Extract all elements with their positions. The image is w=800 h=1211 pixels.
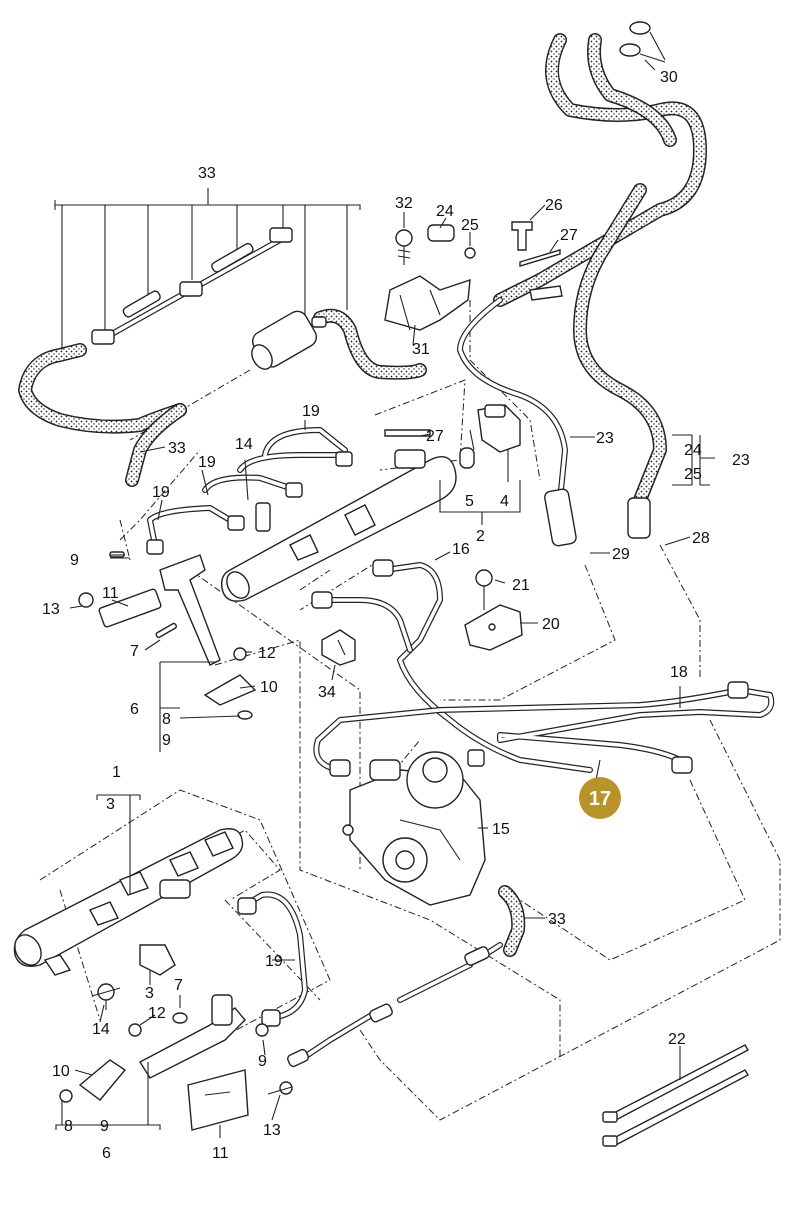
- label-25-top: 25: [461, 217, 479, 234]
- label-19-d: 19: [265, 953, 283, 970]
- return-line-assembly: [54, 188, 361, 370]
- label-19-b: 19: [198, 454, 216, 471]
- label-29: 29: [612, 546, 630, 563]
- callout-labels: 33 33 33 30 32 24 25 26 27 31 19 27 23 2…: [42, 69, 750, 1162]
- label-14-bottom: 14: [92, 1021, 110, 1038]
- label-11-bottom: 11: [212, 1145, 229, 1162]
- label-3-bottom: 3: [145, 985, 154, 1002]
- label-25-mid: 25: [684, 466, 702, 483]
- label-23-group: 23: [732, 452, 750, 469]
- label-27-mid: 27: [426, 428, 444, 445]
- highlight-badge-circle[interactable]: [579, 777, 621, 819]
- label-8-top: 8: [162, 711, 171, 728]
- bracket-20: [464, 569, 523, 651]
- cable-ties: [602, 1044, 749, 1147]
- label-7-top: 7: [130, 643, 139, 660]
- label-21: 21: [512, 577, 530, 594]
- label-9-bottom: 9: [100, 1118, 109, 1135]
- label-19-a: 19: [302, 403, 320, 420]
- label-30: 30: [660, 69, 678, 86]
- label-6-bottom: 6: [102, 1145, 111, 1162]
- label-28: 28: [692, 530, 710, 547]
- label-15: 15: [492, 821, 510, 838]
- label-3-top: 3: [106, 796, 115, 813]
- label-33-top: 33: [198, 165, 216, 182]
- label-22: 22: [668, 1031, 686, 1048]
- label-2: 2: [476, 528, 485, 545]
- label-20: 20: [542, 616, 560, 633]
- label-12-top: 12: [258, 645, 276, 662]
- label-14-top: 14: [235, 436, 253, 453]
- label-11-top: 11: [102, 585, 119, 602]
- label-9-bottom-right: 9: [258, 1053, 267, 1070]
- label-24-top: 24: [436, 203, 454, 220]
- high-pressure-lines: [311, 559, 775, 777]
- fuel-rail-upper: [220, 404, 521, 602]
- label-13-bottom: 13: [263, 1122, 281, 1139]
- label-32: 32: [395, 195, 413, 212]
- supply-line-lower: [287, 942, 503, 1068]
- label-5: 5: [465, 493, 474, 510]
- label-16: 16: [452, 541, 470, 558]
- leader-lines: [55, 59, 715, 1138]
- injector-upper: [78, 551, 257, 720]
- label-26: 26: [545, 197, 563, 214]
- label-31: 31: [412, 341, 430, 358]
- label-27-top: 27: [560, 227, 578, 244]
- highlight-badge-label[interactable]: 17: [589, 788, 611, 810]
- label-10-top: 10: [260, 679, 278, 696]
- label-33-lower: 33: [548, 911, 566, 928]
- label-12-bottom: 12: [148, 1005, 166, 1022]
- high-pressure-pump: [342, 749, 486, 906]
- label-6-top: 6: [130, 701, 139, 718]
- label-24-mid: 24: [684, 442, 702, 459]
- injector-lines-upper: [146, 427, 353, 555]
- label-1: 1: [112, 764, 121, 781]
- label-10-bottom: 10: [52, 1063, 70, 1080]
- label-8-bottom: 8: [64, 1118, 73, 1135]
- label-13-top: 13: [42, 601, 60, 618]
- sensor-bracket-parts: [384, 21, 666, 437]
- fuel-rail-lower: [13, 828, 244, 976]
- label-7-bottom: 7: [174, 977, 183, 994]
- label-18: 18: [670, 664, 688, 681]
- label-9-top: 9: [70, 552, 79, 569]
- label-9-mid: 9: [162, 732, 171, 749]
- label-23-hose: 23: [596, 430, 614, 447]
- injector-line-lower: [237, 891, 308, 1027]
- label-33-hose: 33: [168, 440, 186, 457]
- injector-lower: [59, 983, 293, 1131]
- label-19-c: 19: [152, 484, 170, 501]
- label-34: 34: [318, 684, 336, 701]
- label-4: 4: [500, 493, 509, 510]
- highlight-badge-17[interactable]: 17: [579, 777, 621, 819]
- fuel-hoses: [18, 33, 707, 957]
